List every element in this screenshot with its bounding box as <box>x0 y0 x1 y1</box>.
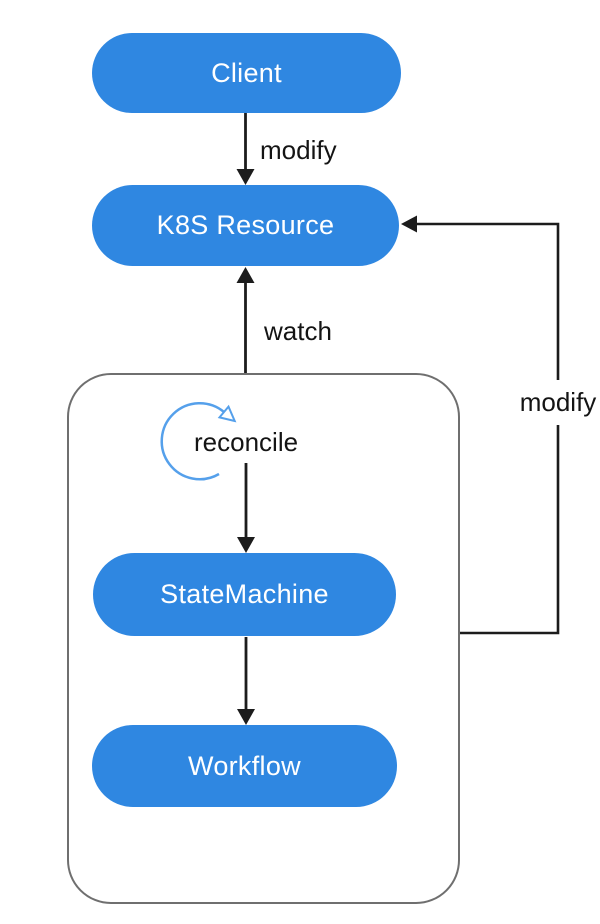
edge-label-reconcile: reconcile <box>194 427 299 457</box>
node-workflow-label: Workflow <box>188 750 301 781</box>
node-client-label: Client <box>211 57 282 88</box>
edge-statemachine-workflow-arrow <box>237 637 255 725</box>
edge-reconcile-statemachine-arrow <box>237 463 255 553</box>
edge-label-modify-top: modify <box>260 135 337 165</box>
node-statemachine: StateMachine <box>93 553 396 636</box>
node-client: Client <box>92 33 401 113</box>
node-workflow: Workflow <box>92 725 397 807</box>
controller-container-box <box>67 373 460 904</box>
edge-label-watch: watch <box>264 316 332 346</box>
reconcile-loop-icon <box>160 402 237 481</box>
node-statemachine-label: StateMachine <box>160 579 329 609</box>
node-k8s-resource-label: K8S Resource <box>156 210 335 240</box>
node-k8s-resource: K8S Resource <box>92 185 399 266</box>
edge-modify-top-arrow <box>236 113 255 185</box>
edge-modify-return-arrow <box>401 215 560 635</box>
edge-watch-arrow <box>236 267 255 373</box>
edge-label-modify-return: modify <box>515 380 600 425</box>
